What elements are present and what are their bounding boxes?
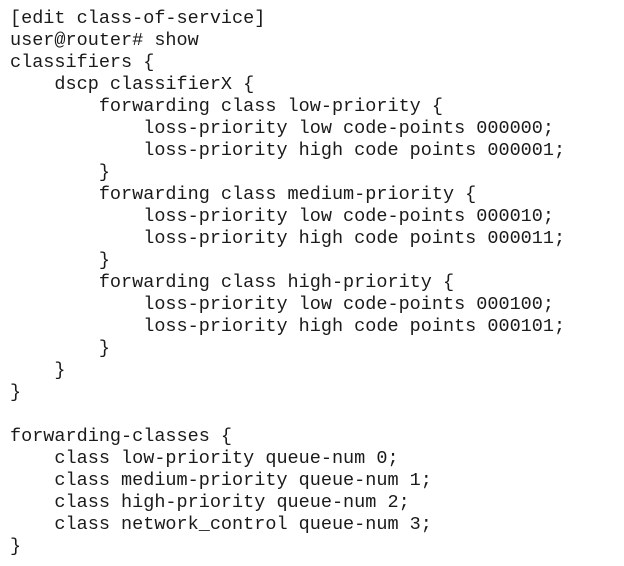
code-line: dscp classifierX {	[10, 74, 255, 95]
code-line: loss-priority low code-points 000100;	[10, 294, 554, 315]
code-line: }	[10, 250, 110, 271]
code-line: loss-priority high code points 000011;	[10, 228, 566, 249]
code-line: forwarding class medium-priority {	[10, 184, 477, 205]
code-line: loss-priority high code points 000001;	[10, 140, 566, 161]
prompt-command-line: user@router# show	[10, 30, 199, 51]
blank-line	[10, 404, 618, 426]
code-line: }	[10, 338, 110, 359]
code-line: forwarding class high-priority {	[10, 272, 455, 293]
code-line: }	[10, 360, 66, 381]
code-line: forwarding class low-priority {	[10, 96, 443, 117]
code-line: }	[10, 536, 22, 557]
code-line: class low-priority queue-num 0;	[10, 448, 399, 469]
code-line: }	[10, 162, 110, 183]
code-line: loss-priority high code points 000101;	[10, 316, 566, 337]
code-line: class high-priority queue-num 2;	[10, 492, 410, 513]
code-line: forwarding-classes {	[10, 426, 233, 447]
code-line: classifiers {	[10, 52, 155, 73]
code-line: loss-priority low code-points 000010;	[10, 206, 554, 227]
edit-context-line: [edit class-of-service]	[10, 8, 266, 29]
code-line: }	[10, 382, 22, 403]
code-line: class medium-priority queue-num 1;	[10, 470, 432, 491]
code-line: class network_control queue-num 3;	[10, 514, 432, 535]
code-line: loss-priority low code-points 000000;	[10, 118, 554, 139]
